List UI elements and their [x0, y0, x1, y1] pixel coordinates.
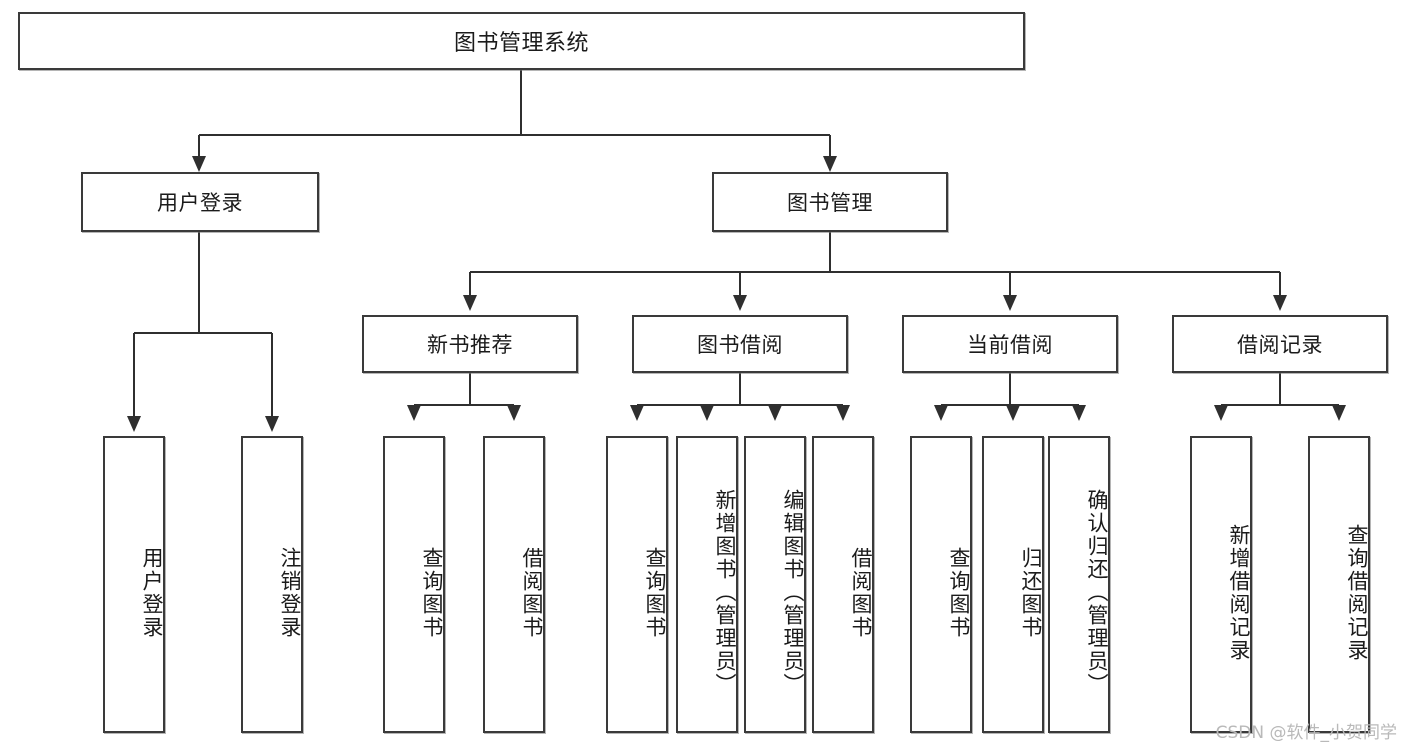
connector-g1-bus	[414, 404, 514, 406]
arrowhead-icon	[700, 405, 714, 421]
arrowhead-icon	[265, 416, 279, 432]
node-leaf-query-book-1[interactable]: 查询图书	[383, 436, 445, 733]
connector-g1-stem	[469, 373, 471, 405]
node-leaf-borrow-book-2[interactable]: 借阅图书	[812, 436, 874, 733]
node-current-borrow[interactable]: 当前借阅	[902, 315, 1118, 373]
arrowhead-icon	[823, 156, 837, 172]
connector-g2-bus	[637, 404, 843, 406]
connector-manage-drop	[469, 272, 471, 295]
connector-manage-drop	[1009, 272, 1011, 295]
arrowhead-icon	[1332, 405, 1346, 421]
node-leaf-add-borrow-record[interactable]: 新增借阅记录	[1190, 436, 1252, 733]
node-leaf-user-login[interactable]: 用户登录	[103, 436, 165, 733]
connector-login-bus	[134, 332, 272, 334]
arrowhead-icon	[463, 295, 477, 311]
node-user-login[interactable]: 用户登录	[81, 172, 319, 232]
arrowhead-icon	[733, 295, 747, 311]
watermark-text: CSDN @软件_小贺同学	[1215, 723, 1397, 743]
node-leaf-logout-login[interactable]: 注销登录	[241, 436, 303, 733]
node-leaf-query-borrow-record[interactable]: 查询借阅记录	[1308, 436, 1370, 733]
arrowhead-icon	[630, 405, 644, 421]
connector-root-stem	[520, 70, 522, 135]
connector-login-drop	[271, 333, 273, 416]
connector-manage-stem	[829, 232, 831, 272]
connector-root-bus	[199, 134, 830, 136]
arrowhead-icon	[1273, 295, 1287, 311]
node-leaf-query-book-2[interactable]: 查询图书	[606, 436, 668, 733]
connector-root-drop	[198, 135, 200, 156]
arrowhead-icon	[934, 405, 948, 421]
connector-root-drop	[829, 135, 831, 156]
arrowhead-icon	[1006, 405, 1020, 421]
node-book-borrow[interactable]: 图书借阅	[632, 315, 848, 373]
node-book-manage[interactable]: 图书管理	[712, 172, 948, 232]
connector-g4-bus	[1221, 404, 1339, 406]
node-root-book-management-system[interactable]: 图书管理系统	[18, 12, 1025, 70]
arrowhead-icon	[507, 405, 521, 421]
arrowhead-icon	[836, 405, 850, 421]
arrowhead-icon	[127, 416, 141, 432]
connector-manage-drop	[1279, 272, 1281, 295]
arrowhead-icon	[407, 405, 421, 421]
node-leaf-confirm-return-admin[interactable]: 确认归还（管理员）	[1048, 436, 1110, 733]
connector-g2-stem	[739, 373, 741, 405]
connector-manage-drop	[739, 272, 741, 295]
node-leaf-query-book-3[interactable]: 查询图书	[910, 436, 972, 733]
node-leaf-add-book-admin[interactable]: 新增图书（管理员）	[676, 436, 738, 733]
arrowhead-icon	[192, 156, 206, 172]
connector-g3-stem	[1009, 373, 1011, 405]
connector-login-drop	[133, 333, 135, 416]
arrowhead-icon	[1214, 405, 1228, 421]
arrowhead-icon	[768, 405, 782, 421]
node-leaf-return-book[interactable]: 归还图书	[982, 436, 1044, 733]
node-new-book-recommend[interactable]: 新书推荐	[362, 315, 578, 373]
node-leaf-edit-book-admin[interactable]: 编辑图书（管理员）	[744, 436, 806, 733]
arrowhead-icon	[1003, 295, 1017, 311]
node-borrow-record[interactable]: 借阅记录	[1172, 315, 1388, 373]
connector-g4-stem	[1279, 373, 1281, 405]
connector-login-stem	[198, 232, 200, 333]
connector-manage-bus	[470, 271, 1280, 273]
node-leaf-borrow-book-1[interactable]: 借阅图书	[483, 436, 545, 733]
arrowhead-icon	[1072, 405, 1086, 421]
